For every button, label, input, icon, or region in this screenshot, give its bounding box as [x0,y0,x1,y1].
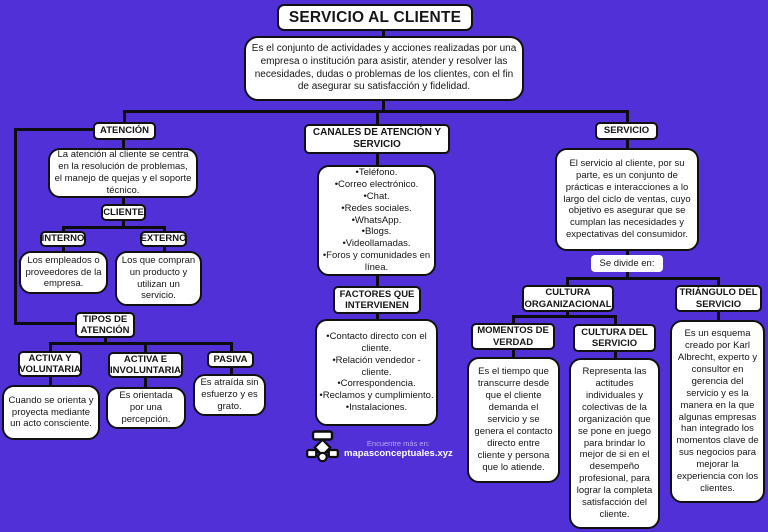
servicio-header: SERVICIO [595,122,658,140]
activa-involuntaria-description: Es orientada por una percepción. [106,387,186,429]
connector [230,367,233,375]
concept-map-icon [306,430,339,468]
interno-header: INTERNO [40,231,86,247]
connector [49,342,52,352]
connector [123,110,126,123]
externo-description: Los que compran un producto y utilizan u… [115,251,202,306]
atencion-header: ATENCIÓN [93,122,156,140]
cultura-organizacional-header: CULTURA ORGANIZACIONAL [522,285,614,312]
connector [376,110,379,125]
list-item: •Reclamos y cumplimiento. [319,390,434,402]
list-item: •Contacto directo con el cliente. [326,330,427,354]
connector [382,100,385,112]
list-item: •Correspondencia. [337,378,416,390]
pasiva-header: PASIVA [207,351,254,368]
externo-header: EXTERNO [140,231,187,247]
factores-list: •Contacto directo con el cliente.•Relaci… [315,319,438,426]
watermark-site: mapasconceptuales.xyz [344,448,453,459]
canales-list: •Teléfono.•Correo electrónico.•Chat.•Red… [317,165,436,276]
connector [49,376,52,386]
connector [163,226,166,233]
connector [14,128,94,131]
connector [626,139,629,149]
root-description: Es el conjunto de actividades y acciones… [244,36,524,101]
connector [566,311,569,318]
activa-involuntaria-header: ACTIVA E INVOLUNTARIA [108,352,183,378]
connector [376,153,379,166]
watermark: Encuentre más en: mapasconceptuales.xyz [306,430,453,468]
connector [717,277,720,286]
connector [62,226,65,233]
connector [626,110,629,123]
connector [566,277,720,280]
connector [717,311,720,321]
cliente-header: CLIENTE [101,204,146,221]
momentos-verdad-header: MOMENTOS DE VERDAD [471,323,555,350]
momentos-verdad-description: Es el tiempo que transcurre desde que el… [467,357,560,483]
canales-header: CANALES DE ATENCIÓN Y SERVICIO [304,124,450,154]
connector [62,226,166,229]
map-title: SERVICIO AL CLIENTE [277,4,473,31]
list-item: •Teléfono. [355,167,398,179]
list-item: •Correo electrónico. [334,178,419,190]
watermark-prefix: Encuentre más en: [366,439,430,448]
connector [122,197,125,206]
interno-description: Los empleados o proveedores de la empres… [19,251,108,294]
connector [163,245,166,253]
list-item: •Blogs. [361,226,392,238]
connector [144,342,147,353]
connector [230,342,233,352]
connector [62,245,65,253]
servicio-description: El servicio al cliente, por su parte, es… [555,148,699,251]
connector [512,315,515,324]
connector [626,271,629,279]
connector [104,337,107,345]
connector [512,349,515,358]
connector [626,250,629,257]
list-item: •Chat. [363,190,390,202]
activa-voluntaria-header: ACTIVA Y VOLUNTARIA [18,351,82,377]
connector [122,139,125,149]
atencion-description: La atención al cliente se centra en la r… [48,148,198,198]
connector [122,220,125,228]
list-item: •Redes sociales. [341,202,412,214]
factores-header: FACTORES QUE INTERVIENEN [333,286,421,314]
connector [382,29,385,37]
connector [14,128,17,325]
activa-voluntaria-description: Cuando se orienta y proyecta mediante un… [2,385,100,440]
list-item: •Instalaciones. [345,402,408,414]
list-item: •WhatsApp. [351,214,402,226]
connector [512,315,617,318]
pasiva-description: Es atraída sin esfuerzo y es grato. [193,374,266,416]
divider-label: Se divide en: [591,255,663,272]
connector [144,377,147,388]
watermark-text: Encuentre más en: mapasconceptuales.xyz [344,439,453,459]
connector [376,313,379,321]
tipos-atencion-header: TIPOS DE ATENCIÓN [75,312,135,338]
list-item: •Relación vendedor - cliente. [332,354,421,378]
connector [14,322,77,325]
connector [376,275,379,288]
list-item: •Foros y comunidades en línea. [322,250,431,274]
triangulo-servicio-description: Es un esquema creado por Karl Albrecht, … [670,320,765,503]
cultura-servicio-description: Representa las actitudes individuales y … [569,358,660,529]
connector [49,342,233,345]
connector [614,351,617,359]
triangulo-servicio-header: TRIÁNGULO DEL SERVICIO [675,285,762,312]
connector [614,315,617,325]
cultura-servicio-header: CULTURA DEL SERVICIO [573,324,656,352]
connector [566,277,569,286]
list-item: •Videollamadas. [342,238,411,250]
